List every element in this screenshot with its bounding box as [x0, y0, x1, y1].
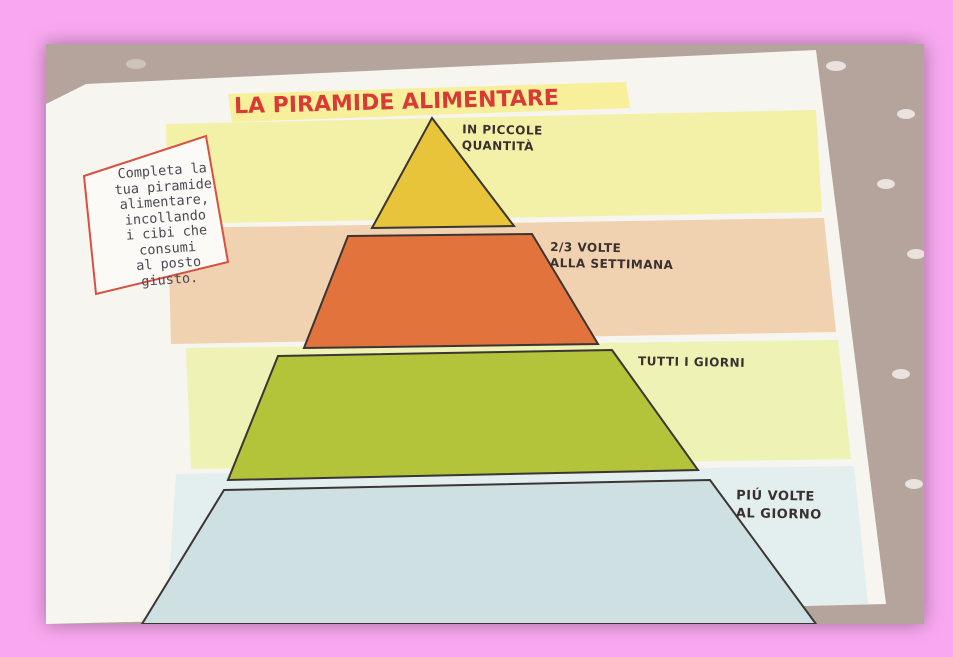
cloth-dot: [905, 479, 923, 489]
label-tutti-i-giorni: TUTTI I GIORNI: [637, 354, 746, 370]
pyramid-level-top: [370, 116, 516, 230]
cloth-dot: [892, 369, 910, 379]
title-banner: [228, 82, 630, 122]
instruction-text: Completa la tua piramide alimentare, inc…: [114, 160, 213, 290]
pyramid-level-middle: [226, 348, 700, 482]
band-yellow: [166, 110, 822, 224]
cloth-dot: [897, 109, 915, 119]
pyramid-level-base: [140, 478, 818, 624]
instruction-box: [82, 134, 230, 296]
label-in-piccole-quantita: IN PICCOLE QUANTITÀ: [461, 122, 543, 154]
label-piu-volte-al-giorno: PIÚ VOLTE AL GIORNO: [735, 488, 822, 523]
label-2-3-volte: 2/3 VOLTE ALLA SETTIMANA: [549, 239, 674, 273]
cloth-dot: [877, 179, 895, 189]
cloth-dot: [907, 249, 924, 259]
cloth-dot: [826, 61, 846, 71]
cloth-dot: [126, 59, 146, 69]
pyramid-level-upper: [302, 232, 600, 350]
worksheet-photo: LA PIRAMIDE ALIMENTARE Completa la tua p…: [46, 44, 924, 624]
worksheet-drawing: [46, 44, 924, 624]
